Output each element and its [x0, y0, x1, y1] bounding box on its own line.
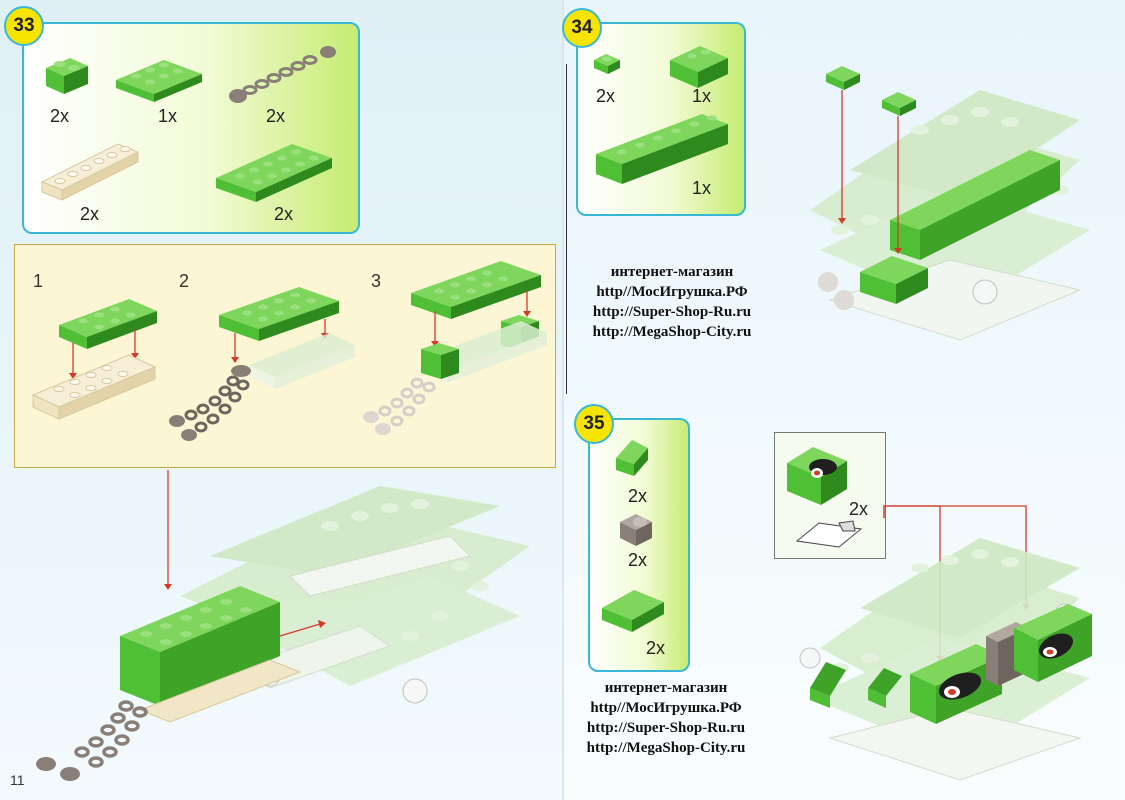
shop-block-1: интернет-магазин http//МосИгрушка.РФ htt… [572, 262, 772, 342]
step33-qty-5: 2x [274, 204, 294, 224]
step33-qty-1: 2x [50, 106, 70, 126]
substep-number-1: 1 [33, 271, 44, 291]
step-34-assembly [810, 66, 1090, 341]
part-gray-hinge-brick [620, 514, 652, 546]
shop-2-link-1: http//МосИгрушка.РФ [590, 700, 742, 716]
shop-2-link-2: http://Super-Shop-Ru.ru [586, 720, 746, 736]
page-gutter [562, 0, 564, 800]
shop-block-2: интернет-магазин http//МосИгрушка.РФ htt… [566, 678, 766, 758]
shop-2-link-3: http://MegaShop-City.ru [586, 740, 746, 756]
step35-inset-qty: 2x [849, 499, 869, 519]
step33-qty-2: 1x [158, 106, 178, 126]
step35-qty-3: 2x [646, 638, 666, 658]
part-green-brick-1x2 [46, 58, 88, 94]
step-34-badge: 34 [562, 8, 602, 48]
sticker-inset-panel: 2x [774, 432, 886, 559]
shop-1-link-2: http://Super-Shop-Ru.ru [592, 304, 752, 320]
column-divider-top [566, 64, 567, 394]
substep-2-illustration [169, 287, 355, 441]
part-gray-chain [229, 46, 336, 103]
step-33-main-assembly [36, 470, 530, 781]
step35-qty-2: 2x [628, 550, 648, 570]
sticker-sheet-icon [795, 520, 863, 548]
step-35-assembly [799, 505, 1092, 781]
sticker-slope-brick [787, 447, 847, 505]
part-green-brick-1x6 [596, 114, 728, 184]
part-green-slope-1x2 [616, 440, 648, 476]
step-33-parts-panel: 2x 1x 2x [22, 22, 360, 234]
substep-number-2: 2 [179, 271, 190, 291]
page-number: 11 [10, 772, 25, 788]
substep-panel: 1 2 3 [14, 244, 556, 468]
step-35-parts-panel: 2x 2x 2x [588, 418, 690, 672]
part-tan-plate-1x6 [40, 143, 140, 201]
shop-1-link-3: http://MegaShop-City.ru [592, 324, 752, 340]
step34-qty-1: 2x [596, 86, 616, 106]
step-35-badge: 35 [574, 404, 614, 444]
part-green-plate-2x6 [216, 144, 332, 202]
step33-qty-4: 2x [80, 204, 100, 224]
shop-1-title: интернет-магазин [610, 264, 734, 280]
substep-3-illustration [363, 261, 547, 435]
shop-2-title: интернет-магазин [604, 680, 728, 696]
part-green-slope-2x3 [602, 590, 664, 632]
step-34-parts-panel: 2x 1x 1x [576, 22, 746, 216]
substep-number-3: 3 [371, 271, 382, 291]
substep-1-illustration [31, 299, 157, 420]
shop-1-link-1: http//МосИгрушка.РФ [596, 284, 748, 300]
step33-qty-3: 2x [266, 106, 286, 126]
step34-qty-3: 1x [692, 178, 712, 198]
part-green-plate-2x4 [116, 60, 202, 102]
part-green-slope-2x2 [670, 46, 728, 88]
step34-qty-2: 1x [692, 86, 712, 106]
step35-qty-1: 2x [628, 486, 648, 506]
part-green-plate-1x1 [594, 54, 620, 74]
step-33-badge: 33 [4, 6, 44, 46]
